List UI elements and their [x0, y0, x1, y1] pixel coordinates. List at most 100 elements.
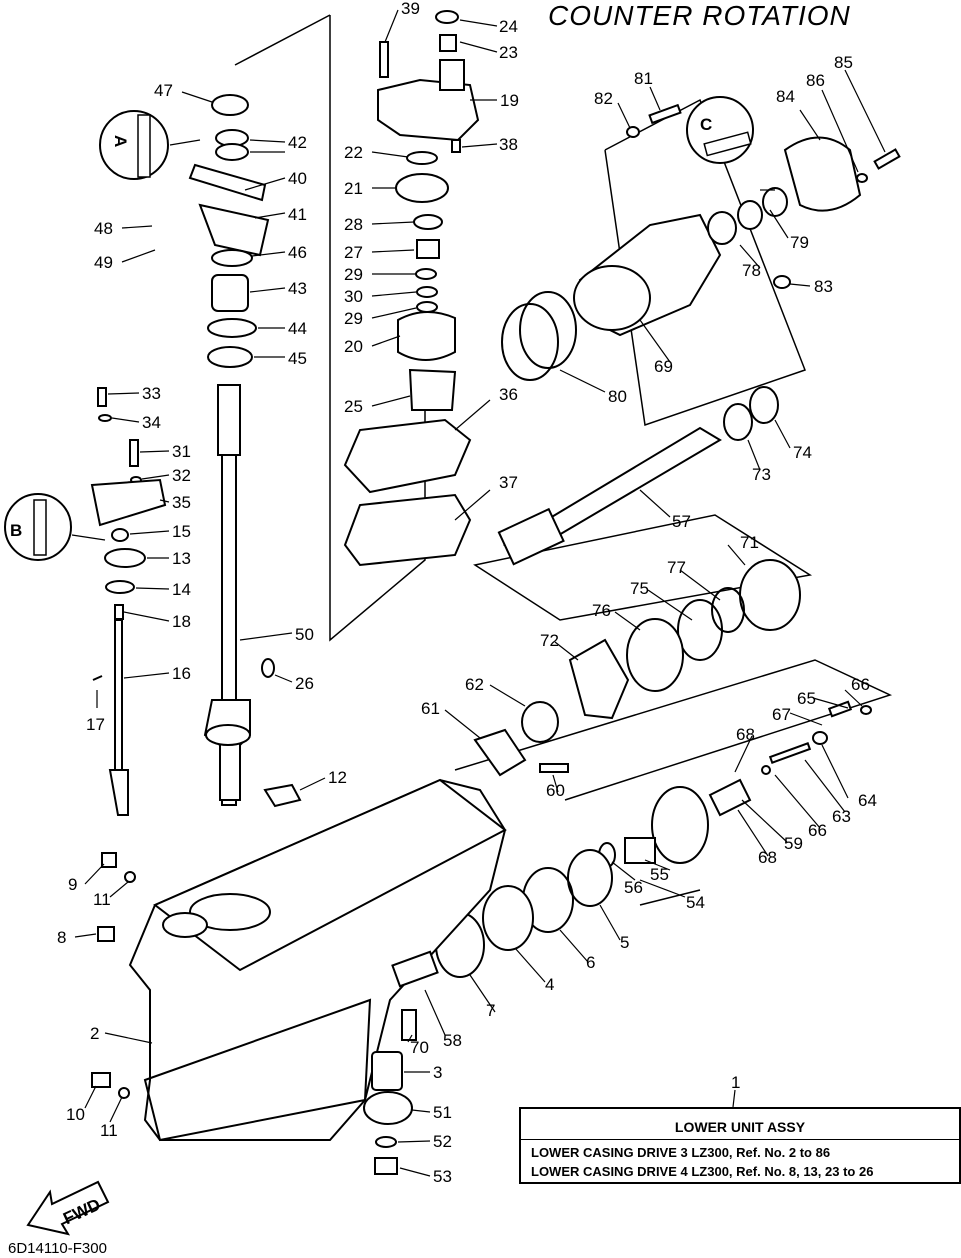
part-44: [207, 318, 257, 338]
part-3: [371, 1051, 403, 1091]
leader-line: [254, 212, 286, 219]
drive-shaft-lower: [203, 699, 251, 801]
group-outline-shaft: [234, 14, 331, 66]
callout: 39: [401, 0, 420, 18]
part-42b: [215, 143, 249, 161]
callout: 22: [344, 143, 363, 162]
leader-line: [769, 209, 789, 239]
part-35: [90, 478, 167, 527]
leader-line: [411, 1109, 431, 1113]
assembly-line-2: LOWER CASING DRIVE 4 LZ300, Ref. No. 8, …: [531, 1164, 874, 1179]
callout: 58: [443, 1031, 462, 1050]
part-37-gasket: [343, 493, 472, 567]
callout: 65: [797, 689, 816, 708]
casing-torpedo: [143, 998, 372, 1142]
leader-line: [249, 287, 286, 293]
leader-line: [159, 499, 170, 503]
inset-a-tube: [137, 114, 151, 178]
part-41: [198, 203, 270, 257]
callout: 36: [499, 385, 518, 404]
leader-line: [821, 89, 859, 173]
callout: 40: [288, 169, 307, 188]
part-8: [97, 926, 115, 942]
callout: 75: [630, 579, 649, 598]
leader-line: [514, 947, 546, 983]
leader-line: [727, 544, 746, 566]
callout: 4: [545, 975, 554, 994]
part-79a: [737, 200, 763, 230]
part-13: [104, 548, 146, 568]
assembly-heading: LOWER UNIT ASSY: [674, 1119, 806, 1135]
part-80a: [501, 303, 559, 381]
part-83: [773, 275, 791, 289]
leader-line: [454, 399, 491, 431]
assembly-info-box: LOWER UNIT ASSY LOWER CASING DRIVE 3 LZ3…: [519, 1107, 961, 1184]
callout: 33: [142, 384, 161, 403]
leader-line: [71, 534, 106, 541]
callout: 51: [433, 1103, 452, 1122]
part-62: [521, 701, 559, 743]
callout: 23: [499, 43, 518, 62]
callout: 26: [295, 674, 314, 693]
part-11b: [118, 1087, 130, 1099]
leader-line: [121, 225, 153, 229]
group-outline-clutch: [639, 889, 701, 906]
callout: 53: [433, 1167, 452, 1186]
part-66b: [761, 765, 771, 775]
part-76: [626, 618, 684, 692]
callout: 43: [288, 279, 307, 298]
leader-line: [734, 735, 753, 773]
part-74: [749, 386, 779, 424]
part-66a: [860, 705, 872, 715]
leader-line: [611, 861, 636, 881]
leader-line: [107, 392, 140, 395]
part-84-cap: [783, 136, 862, 212]
part-14: [105, 580, 135, 594]
callout: 81: [634, 69, 653, 88]
leader-line: [104, 1032, 153, 1044]
part-29a: [415, 268, 437, 280]
assembly-line-1: LOWER CASING DRIVE 3 LZ300, Ref. No. 2 t…: [531, 1145, 831, 1160]
part-60: [539, 763, 569, 773]
leader-line: [424, 989, 446, 1036]
assembly-ref-number: 1: [731, 1073, 740, 1092]
callout: 62: [465, 675, 484, 694]
part-51: [363, 1091, 413, 1125]
leader-line: [844, 689, 863, 707]
part-12: [263, 783, 302, 808]
leader-line: [639, 489, 671, 518]
callout: 71: [740, 533, 759, 552]
callout: 19: [500, 91, 519, 110]
callout: 25: [344, 397, 363, 416]
leader-line: [639, 319, 671, 363]
part-34: [98, 414, 112, 422]
inset-b-tube: [33, 499, 47, 556]
leader-line: [397, 1140, 431, 1143]
leader-line: [737, 809, 769, 857]
callout: 32: [172, 466, 191, 485]
callout: 55: [650, 865, 669, 884]
part-54-gear: [651, 786, 709, 864]
leader-line: [812, 697, 849, 709]
inset-label-b: B: [10, 521, 22, 540]
callout: 41: [288, 205, 307, 224]
part-29b: [416, 301, 438, 313]
part-9: [101, 852, 117, 868]
part-70: [401, 1009, 417, 1041]
part-24: [435, 10, 459, 24]
callout: 30: [344, 287, 363, 306]
callout: 46: [288, 243, 307, 262]
part-28: [413, 214, 443, 230]
leader-line: [244, 177, 286, 191]
callout: 80: [608, 387, 627, 406]
casing-bore: [189, 893, 271, 931]
part-45: [207, 346, 253, 368]
part-18: [114, 604, 124, 620]
part-75: [677, 599, 723, 661]
leader-line: [469, 974, 496, 1013]
part-86: [856, 173, 868, 183]
callout: 27: [344, 243, 363, 262]
callout: 37: [499, 473, 518, 492]
callout: 9: [68, 875, 77, 894]
callout: 31: [172, 442, 191, 461]
